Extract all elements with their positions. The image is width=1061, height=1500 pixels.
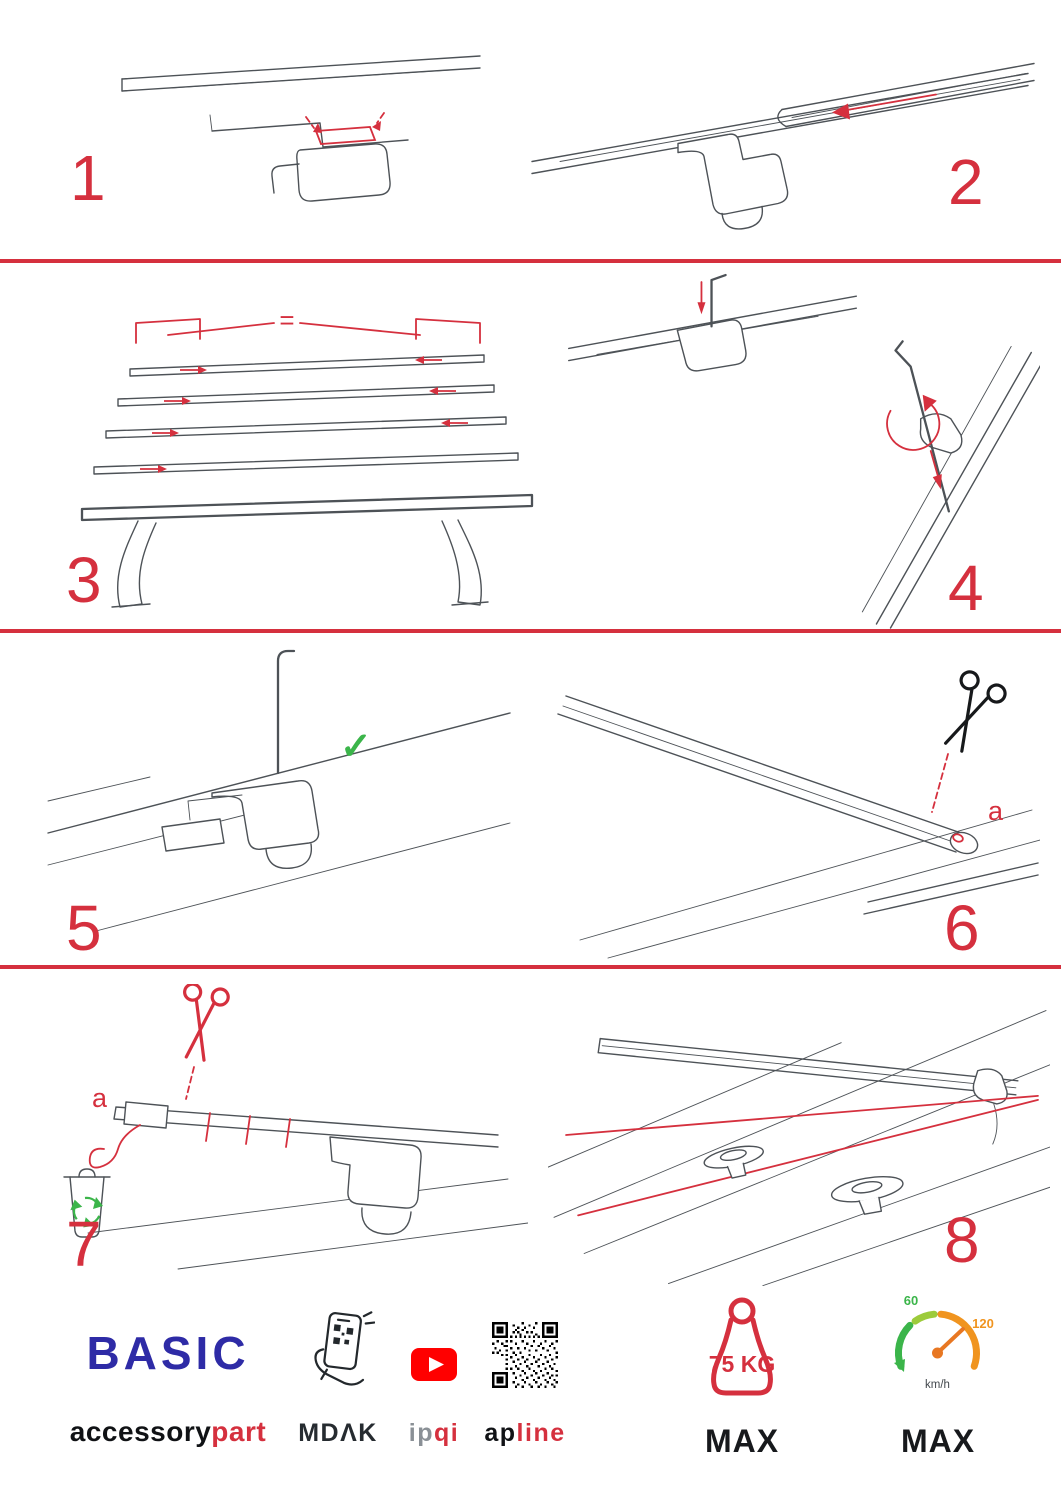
section-divider <box>0 629 1061 633</box>
ipqi-block: ipqi <box>398 1318 470 1448</box>
step-3-panel: = <box>28 272 548 624</box>
mdak-block: MDΛK <box>288 1308 388 1448</box>
brand-logo: BASIC <box>86 1327 250 1379</box>
weight-max-label: MAX <box>704 1423 780 1459</box>
apline-label-black: ap <box>484 1419 517 1447</box>
brand-block: BASIC accessorypart <box>58 1326 278 1448</box>
weight-value: 75 KG <box>709 1351 775 1377</box>
step-6-number: 6 <box>944 892 980 964</box>
step-2-number: 2 <box>948 146 984 218</box>
speed-limit-block: 60 120 km/h MAX <box>868 1292 1008 1460</box>
speed-unit-label: km/h <box>925 1379 950 1391</box>
brand-subtitle-red: part <box>211 1416 267 1447</box>
weight-limit-block: 75 KG MAX <box>668 1296 816 1460</box>
step-4-drawing <box>568 273 1040 629</box>
step-6-drawing: a <box>557 670 1040 959</box>
step-7-number: 7 <box>66 1208 102 1280</box>
ipqi-label-gray: ip <box>408 1419 434 1447</box>
apline-block: apline <box>480 1322 570 1448</box>
scissors-icon <box>183 984 230 1062</box>
phone-qr-icon <box>314 1311 375 1386</box>
step-8-number: 8 <box>944 1204 980 1276</box>
step-1-number: 1 <box>70 142 106 214</box>
speed-max-label: MAX <box>900 1423 976 1459</box>
qr-code-icon <box>492 1322 558 1388</box>
apline-label-red: line <box>516 1419 566 1447</box>
step-2-panel <box>520 8 1040 256</box>
step-7-drawing: a <box>63 984 528 1270</box>
step-5-number: 5 <box>66 892 102 964</box>
step-7-panel: a <box>28 984 528 1286</box>
scissors-icon <box>944 670 1007 753</box>
cut-label-a: a <box>92 1083 108 1113</box>
brand-subtitle: accessorypart <box>70 1416 266 1448</box>
step-4-number: 4 <box>948 552 984 624</box>
speed-120-label: 120 <box>972 1316 994 1331</box>
step-1-drawing <box>121 55 481 202</box>
step-3-number: 3 <box>66 544 102 616</box>
step-2-drawing <box>531 62 1035 230</box>
step-1-panel <box>50 18 490 250</box>
step-5-panel: ✓ <box>40 640 520 962</box>
step-5-drawing: ✓ <box>47 649 511 932</box>
youtube-icon <box>411 1348 457 1381</box>
speedometer-icon: 60 120 km/h <box>894 1293 994 1391</box>
trash-recycle-icon <box>63 1168 111 1238</box>
step-8-drawing <box>548 1010 1050 1286</box>
step-4-panel <box>556 268 1040 630</box>
section-divider <box>0 259 1061 263</box>
weight-icon: 75 KG <box>709 1297 775 1396</box>
speed-60-label: 60 <box>904 1293 918 1308</box>
section-divider <box>0 965 1061 969</box>
step-8-panel <box>548 974 1050 1286</box>
equal-spacing-label: = <box>279 305 294 335</box>
ipqi-label: ipqi <box>409 1419 459 1448</box>
step-3-drawing: = <box>80 305 534 608</box>
ipqi-label-red: qi <box>434 1419 460 1447</box>
mdak-label: MDΛK <box>298 1419 378 1447</box>
youtube-icon-wrap <box>411 1318 457 1386</box>
check-icon: ✓ <box>340 726 372 768</box>
step-6-panel: a <box>550 638 1040 962</box>
cut-label-a: a <box>988 796 1004 826</box>
brand-subtitle-black: accessory <box>69 1416 212 1447</box>
apline-label: apline <box>484 1419 565 1448</box>
